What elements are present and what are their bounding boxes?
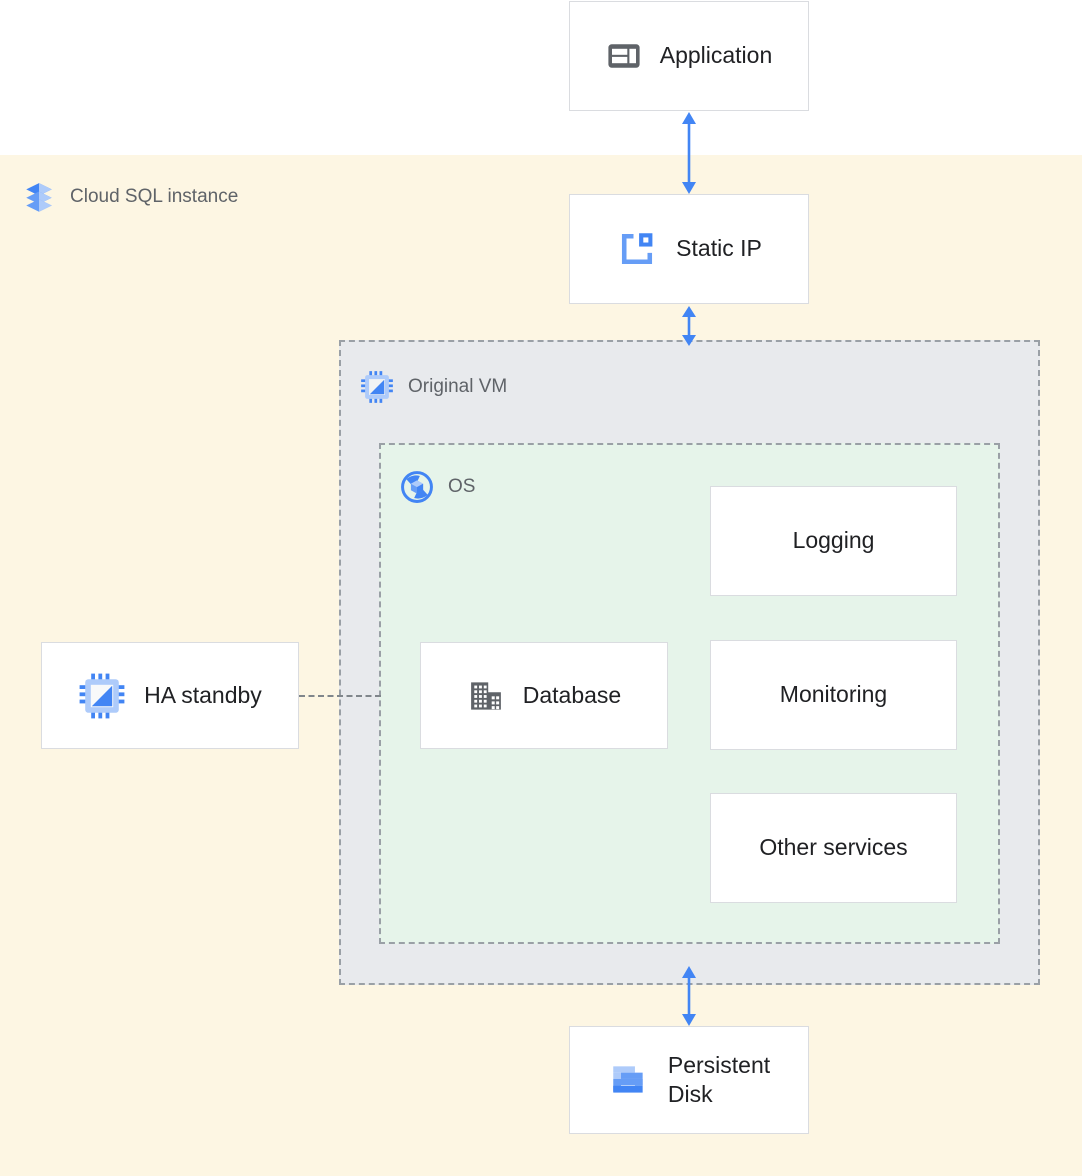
persistent-disk-icon — [613, 1066, 643, 1093]
node-static-ip-label: Static IP — [676, 235, 762, 262]
node-ha-standby[interactable]: HA standby — [41, 642, 299, 749]
node-application-label: Application — [659, 42, 773, 69]
node-persistent-disk[interactable]: Persistent Disk — [569, 1026, 809, 1134]
node-database[interactable]: Database — [420, 642, 668, 749]
node-static-ip[interactable]: Static IP — [569, 194, 809, 304]
node-monitoring-label: Monitoring — [779, 681, 888, 708]
node-other-services-label: Other services — [759, 834, 908, 861]
database-building-icon — [470, 681, 501, 710]
node-logging[interactable]: Logging — [710, 486, 957, 596]
node-application[interactable]: Application — [569, 1, 809, 111]
vm-chip-icon — [79, 673, 125, 718]
cloud-sql-icon — [26, 183, 52, 212]
node-persistent-disk-label: Persistent Disk — [667, 1051, 771, 1107]
node-logging-label: Logging — [792, 527, 875, 554]
vm-chip-icon — [361, 371, 393, 403]
original-vm-label-text: Original VM — [408, 376, 508, 397]
os-label: OS — [400, 470, 475, 504]
cloud-sql-region-label: Cloud SQL instance — [22, 180, 238, 214]
original-vm-label: Original VM — [360, 370, 507, 404]
node-database-label: Database — [522, 681, 622, 708]
application-window-icon — [608, 44, 640, 68]
cloud-sql-region-label-text: Cloud SQL instance — [70, 186, 239, 207]
node-ha-standby-label: HA standby — [144, 681, 262, 708]
node-monitoring[interactable]: Monitoring — [710, 640, 957, 750]
static-ip-icon — [622, 233, 653, 265]
os-label-text: OS — [448, 476, 476, 497]
connector-ha-standby-to-os — [299, 695, 381, 697]
os-icon — [401, 471, 433, 503]
arrow-os-to-persistent-disk — [682, 966, 696, 1026]
arrow-static-ip-to-vm — [682, 306, 696, 346]
arrow-application-to-static-ip — [682, 112, 696, 194]
node-other-services[interactable]: Other services — [710, 793, 957, 903]
